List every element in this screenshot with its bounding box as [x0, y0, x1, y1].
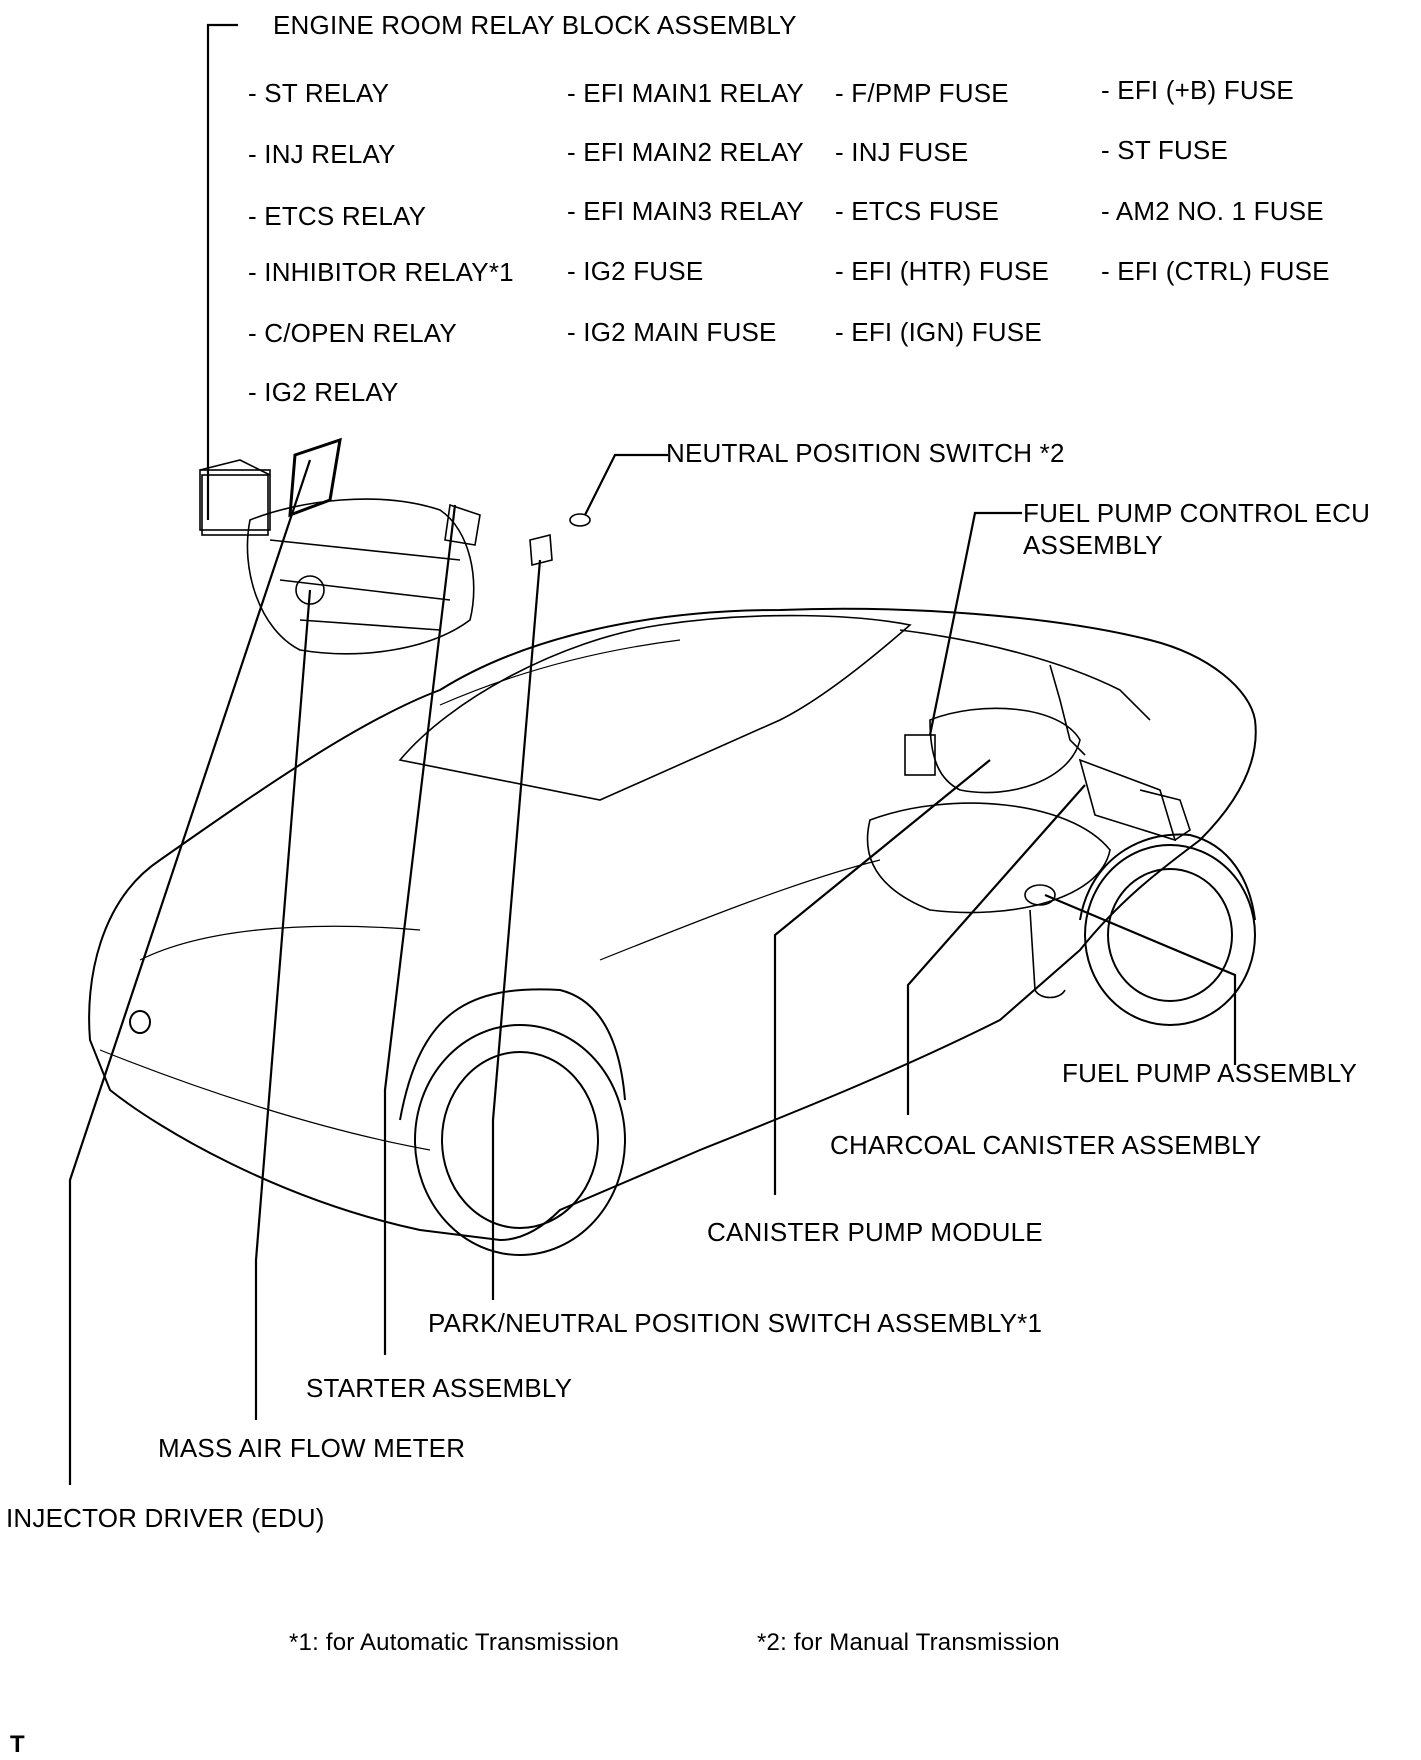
fuse-item: - EFI (IGN) FUSE	[835, 317, 1042, 347]
relay-item: - INJ RELAY	[248, 139, 396, 169]
relay-item: - ST RELAY	[248, 78, 390, 108]
footnote-automatic: *1: for Automatic Transmission	[289, 1629, 620, 1656]
relay-item: - IG2 FUSE	[567, 256, 704, 286]
label-fuel-pump-ecu: FUEL PUMP CONTROL ECU	[1023, 498, 1371, 528]
relay-item: - EFI MAIN3 RELAY	[567, 196, 804, 226]
leader-park-neutral	[491, 559, 542, 1300]
label-injector-driver: INJECTOR DRIVER (EDU)	[6, 1503, 325, 1533]
label-neutral-position-switch: NEUTRAL POSITION SWITCH *2	[666, 438, 1065, 468]
rear-wheel	[1079, 833, 1256, 1026]
label-starter-assembly: STARTER ASSEMBLY	[306, 1373, 573, 1403]
engine-components	[199, 437, 591, 655]
label-canister-pump-module: CANISTER PUMP MODULE	[707, 1217, 1043, 1247]
relay-block-title: ENGINE ROOM RELAY BLOCK ASSEMBLY	[273, 10, 797, 40]
leader-relay-block	[206, 23, 238, 520]
fuse-item: - F/PMP FUSE	[835, 78, 1009, 108]
leader-fuel-pump	[1044, 893, 1237, 1065]
fuse-item: - ST FUSE	[1101, 135, 1229, 165]
footnote-manual: *2: for Manual Transmission	[757, 1629, 1060, 1656]
relay-item: - IG2 MAIN FUSE	[567, 317, 777, 347]
leader-fuel-pump-ecu	[928, 511, 1022, 736]
fuse-item: - EFI (CTRL) FUSE	[1101, 256, 1330, 286]
label-park-neutral-switch: PARK/NEUTRAL POSITION SWITCH ASSEMBLY*1	[428, 1308, 1043, 1338]
relay-item: - ETCS RELAY	[248, 201, 427, 231]
label-mass-air-flow-meter: MASS AIR FLOW METER	[158, 1433, 466, 1463]
relay-item: - EFI MAIN1 RELAY	[567, 78, 804, 108]
front-wheel	[399, 988, 626, 1256]
label-charcoal-canister: CHARCOAL CANISTER ASSEMBLY	[830, 1130, 1262, 1160]
relay-item: - EFI MAIN2 RELAY	[567, 137, 804, 167]
relay-item: - IG2 RELAY	[248, 377, 399, 407]
relay-item: - C/OPEN RELAY	[248, 318, 457, 348]
corner-mark: T	[10, 1731, 25, 1758]
fuel-components	[866, 664, 1191, 999]
leader-charcoal-canister	[906, 784, 1086, 1115]
fuse-item: - INJ FUSE	[835, 137, 969, 167]
fuse-item: - EFI (+B) FUSE	[1101, 75, 1294, 105]
relay-item: - INHIBITOR RELAY*1	[248, 257, 514, 287]
label-fuel-pump-ecu-line2: ASSEMBLY	[1023, 530, 1163, 560]
leader-maf	[254, 589, 312, 1420]
fuse-item: - AM2 NO. 1 FUSE	[1101, 196, 1324, 226]
leader-starter	[383, 504, 457, 1355]
fuse-item: - ETCS FUSE	[835, 196, 999, 226]
label-fuel-pump-assembly: FUEL PUMP ASSEMBLY	[1062, 1058, 1357, 1088]
leader-neutral-switch	[584, 453, 668, 516]
fuse-item: - EFI (HTR) FUSE	[835, 256, 1050, 286]
leader-injector-driver	[68, 459, 312, 1485]
leader-lines	[68, 23, 1237, 1485]
leader-canister-pump	[773, 759, 991, 1195]
